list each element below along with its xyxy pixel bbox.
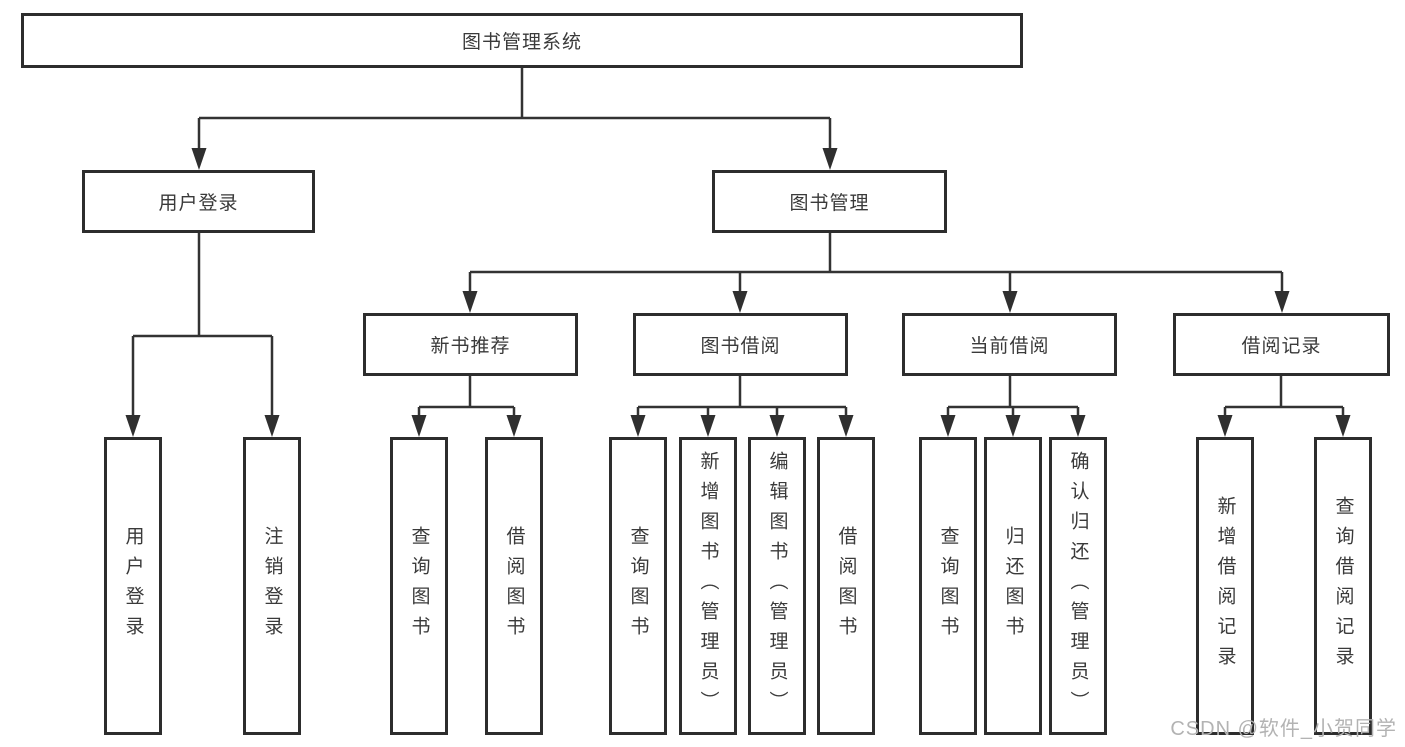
leaf-user-login: 用户登录 (104, 437, 162, 735)
node-user-login: 用户登录 (82, 170, 315, 233)
node-book-borrow: 图书借阅 (633, 313, 848, 376)
leaf-add-borrow-record: 新增借阅记录 (1196, 437, 1254, 735)
leaf-label: 新增图书（管理员） (697, 451, 719, 721)
leaf-label: 用户登录 (122, 526, 144, 646)
leaf-label: 查询图书 (627, 526, 649, 646)
node-book-management: 图书管理 (712, 170, 947, 233)
node-root-system: 图书管理系统 (21, 13, 1023, 68)
leaf-label: 查询借阅记录 (1332, 496, 1354, 676)
leaf-label: 编辑图书（管理员） (766, 451, 788, 721)
leaf-label: 借阅图书 (503, 526, 525, 646)
leaf-label: 新增借阅记录 (1214, 496, 1236, 676)
leaf-query-books-borrow: 查询图书 (609, 437, 667, 735)
leaf-return-books: 归还图书 (984, 437, 1042, 735)
csdn-watermark: CSDN @软件_小贺同学 (1170, 718, 1397, 740)
leaf-label: 查询图书 (937, 526, 959, 646)
leaf-logout: 注销登录 (243, 437, 301, 735)
leaf-label: 借阅图书 (835, 526, 857, 646)
leaf-query-books-recommend: 查询图书 (390, 437, 448, 735)
node-current-borrow: 当前借阅 (902, 313, 1117, 376)
node-new-book-recommend: 新书推荐 (363, 313, 578, 376)
leaf-edit-books-admin: 编辑图书（管理员） (748, 437, 806, 735)
arrowhead-icons (125, 148, 1351, 437)
leaf-label: 查询图书 (408, 526, 430, 646)
leaf-query-books-current: 查询图书 (919, 437, 977, 735)
leaf-query-borrow-record: 查询借阅记录 (1314, 437, 1372, 735)
leaf-add-books-admin: 新增图书（管理员） (679, 437, 737, 735)
leaf-label: 归还图书 (1002, 526, 1024, 646)
leaf-label: 注销登录 (261, 526, 283, 646)
leaf-borrow-books-recommend: 借阅图书 (485, 437, 543, 735)
leaf-borrow-books: 借阅图书 (817, 437, 875, 735)
leaf-confirm-return-admin: 确认归还（管理员） (1049, 437, 1107, 735)
leaf-label: 确认归还（管理员） (1067, 451, 1089, 721)
node-borrow-records: 借阅记录 (1173, 313, 1390, 376)
